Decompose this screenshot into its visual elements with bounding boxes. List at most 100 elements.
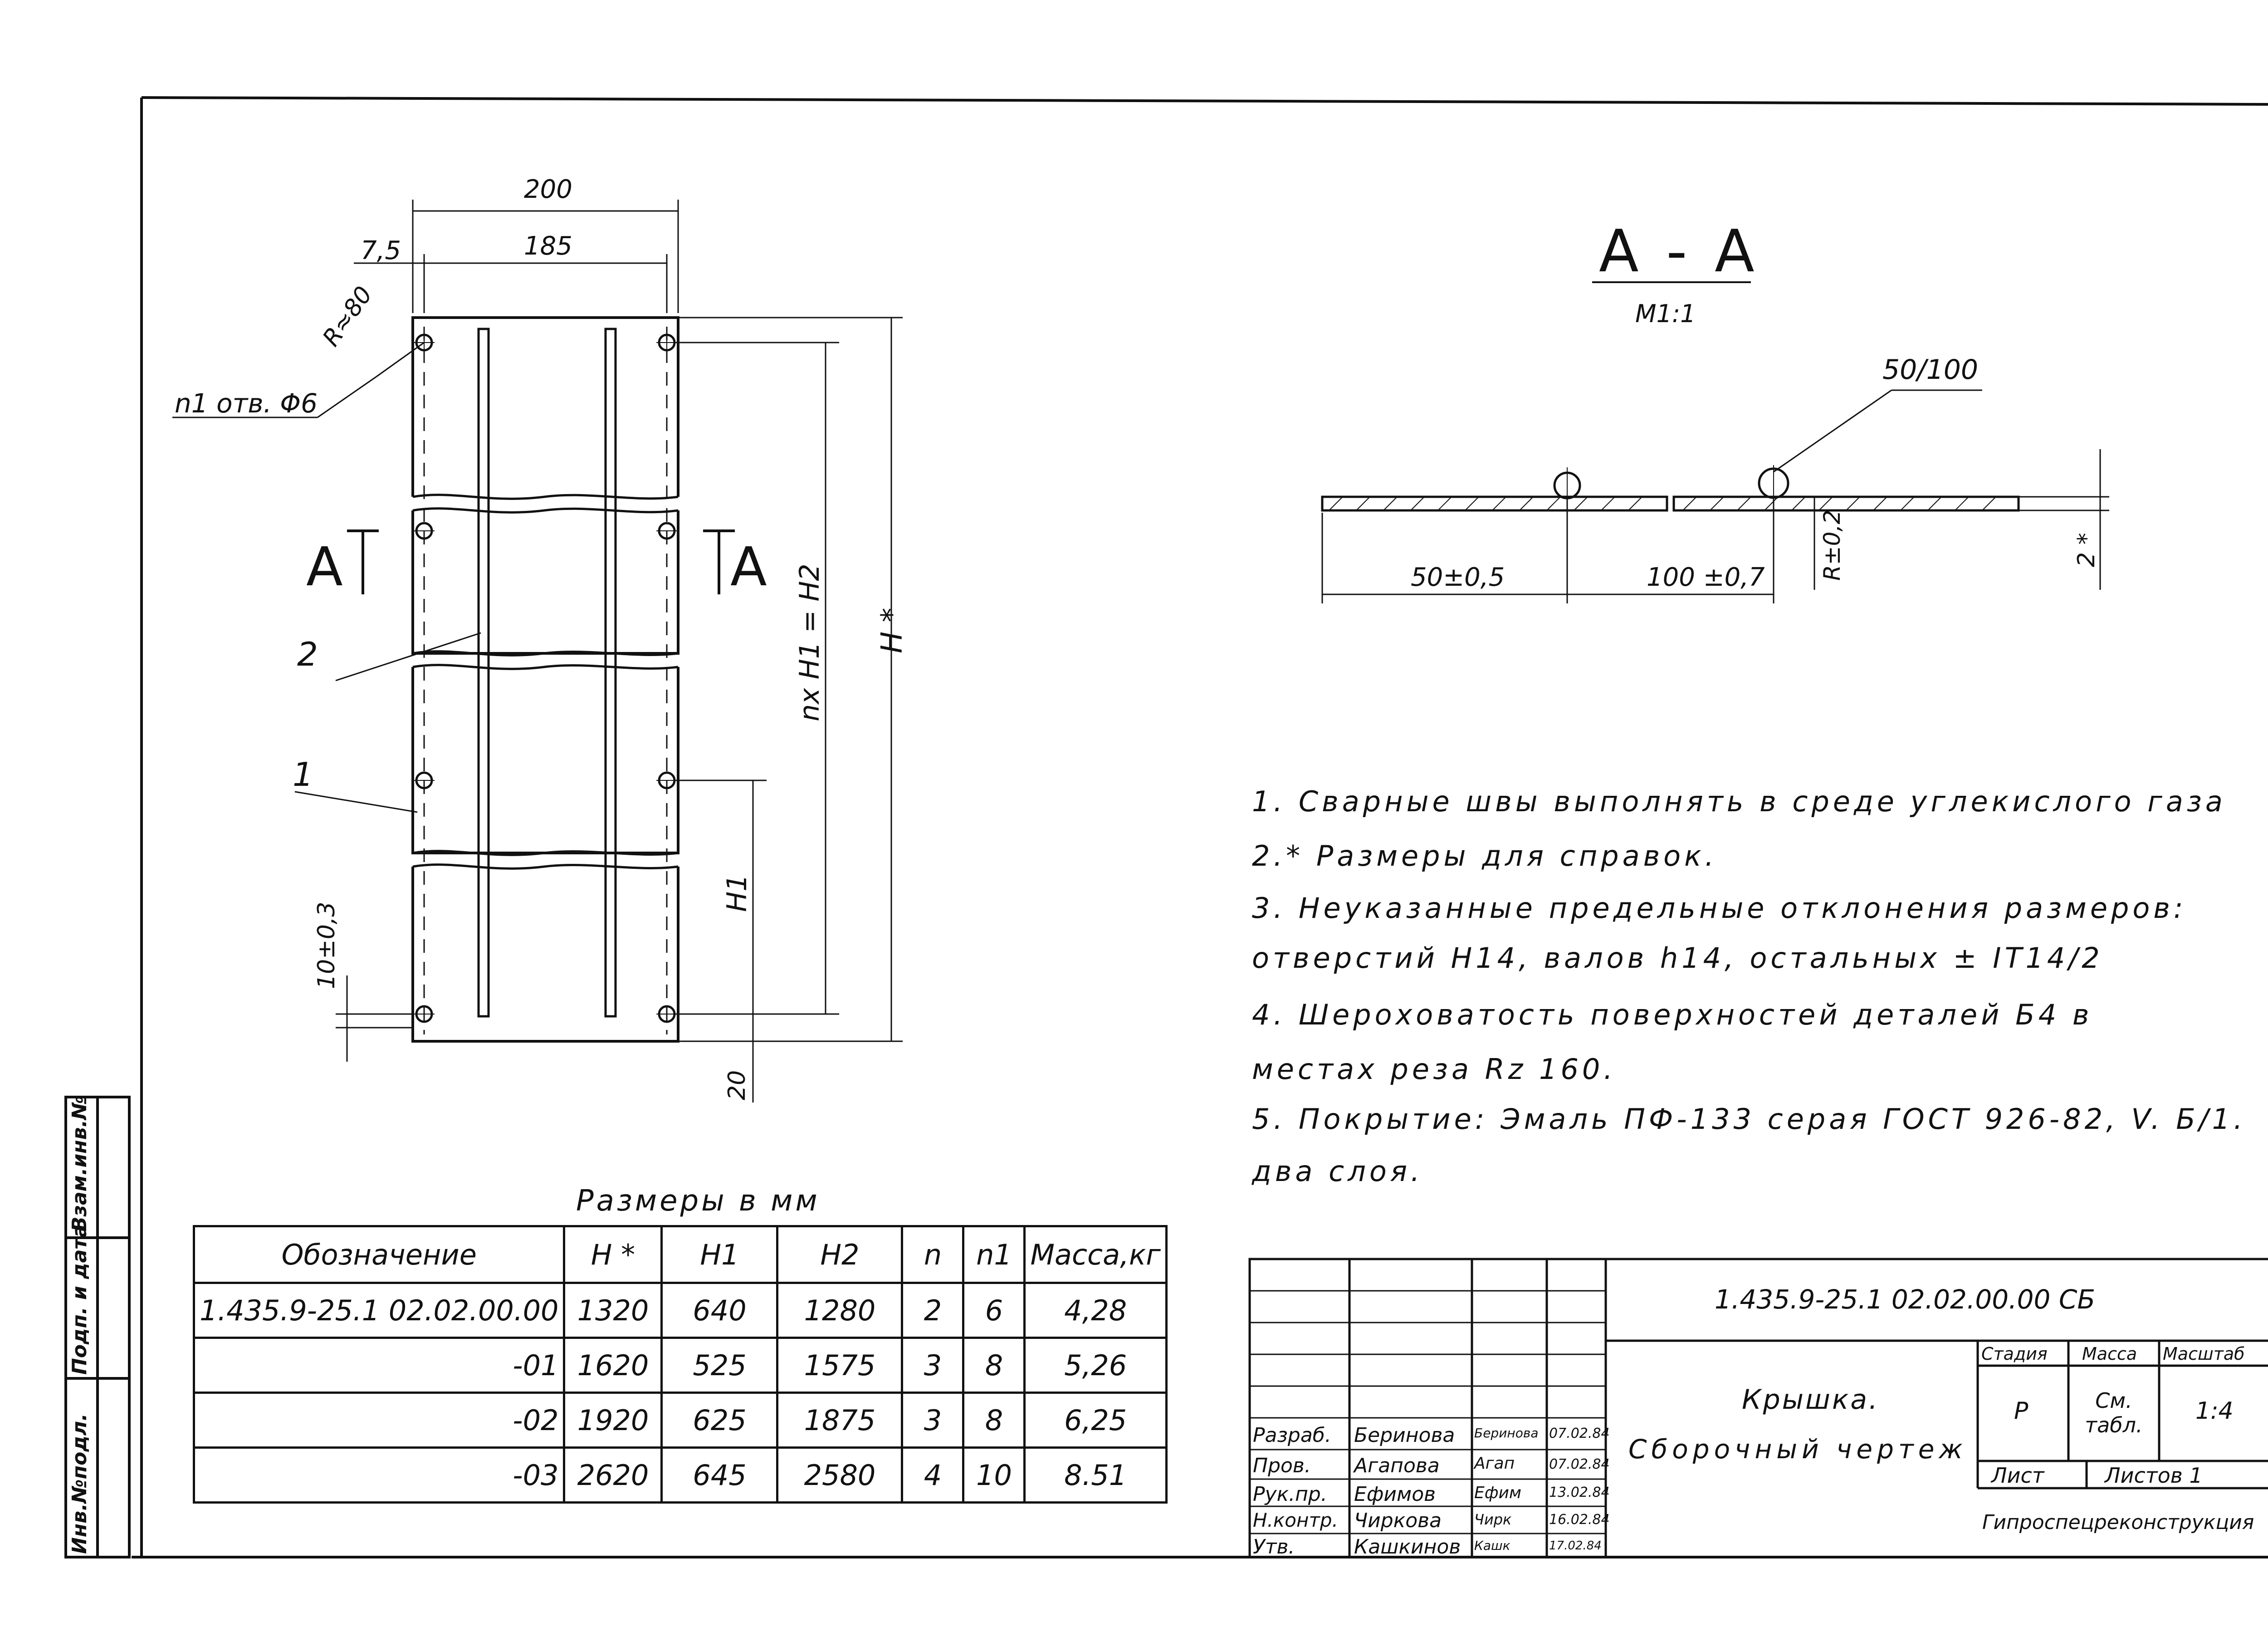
scale-value: 1:4 [2195, 1397, 2234, 1425]
table-row: -02 1920 625 1875 3 8 6,25 [192, 1392, 1168, 1449]
cell: 2580 [776, 1446, 904, 1504]
cell: 3 [901, 1337, 965, 1394]
table-header-row: Обозначение H * H1 H2 n n1 Масса,кг [192, 1225, 1168, 1284]
cell: 640 [660, 1282, 779, 1339]
sig-date: 07.02.84 [1549, 1426, 1610, 1441]
note-5b: два слоя. [1252, 1155, 1423, 1188]
sig-role: Утв. [1253, 1535, 1295, 1558]
section-mark-right: A [730, 535, 767, 598]
col-header: H1 [660, 1225, 779, 1284]
table-row: -01 1620 525 1575 3 8 5,26 [192, 1337, 1168, 1394]
note-4: 4. Шероховатость поверхностей деталей Б4… [1252, 998, 2093, 1031]
sig-name: Ефимов [1354, 1483, 1436, 1506]
stage-header: Стадия [1981, 1344, 2048, 1364]
dim-20: 20 [723, 1070, 751, 1100]
cell: 625 [660, 1392, 779, 1449]
sig-date: 07.02.84 [1549, 1456, 1610, 1472]
cell: 5,26 [1023, 1337, 1168, 1394]
dim-total-width: 200 [524, 175, 572, 204]
sig-signature: Беринова [1474, 1426, 1539, 1441]
stage-value: Р [2014, 1397, 2028, 1425]
dim-inner-width: 185 [524, 231, 572, 261]
col-header: n [901, 1225, 965, 1284]
cell: 10 [962, 1446, 1026, 1504]
scale-header: Масштаб [2163, 1344, 2245, 1364]
organization: Гипроспецреконструкция [1982, 1511, 2254, 1534]
weld-note: 50/100 [1882, 354, 1979, 386]
sheets-label: Листов 1 [2105, 1463, 2203, 1488]
sig-date: 17.02.84 [1549, 1539, 1602, 1553]
plan-dimensions [172, 200, 903, 1103]
note-4b: местах реза Rz 160. [1252, 1053, 1617, 1086]
col-header: Масса,кг [1023, 1225, 1168, 1284]
sig-role: Рук.пр. [1253, 1483, 1327, 1506]
table-row: 1.435.9-25.1 02.02.00.00 1320 640 1280 2… [192, 1282, 1168, 1339]
designation: 1.435.9-25.1 02.02.00.00 СБ [1715, 1284, 2096, 1315]
sig-signature: Чирк [1474, 1511, 1512, 1528]
cell: 645 [660, 1446, 779, 1504]
dim-h1: H1 [721, 874, 753, 912]
cell: 525 [660, 1337, 779, 1394]
sig-signature: Ефим [1474, 1484, 1522, 1502]
name-line-2: Сборочный чертеж [1628, 1434, 1967, 1465]
sig-role: Н.контр. [1253, 1509, 1338, 1531]
callout-1: 1 [293, 755, 313, 794]
cell: 4,28 [1023, 1282, 1168, 1339]
table-caption: Размеры в мм [576, 1184, 820, 1218]
dim-r: R±0,2 [1819, 510, 1845, 581]
cell: -03 [192, 1446, 566, 1504]
section-mark-left: A [306, 535, 343, 598]
side-stamp-sign-date: Подп. и дата [68, 1224, 91, 1375]
sig-name: Чиркова [1354, 1509, 1442, 1532]
col-header: n1 [962, 1225, 1026, 1284]
dimensions-table: Обозначение H * H1 H2 n n1 Масса,кг 1.43… [192, 1225, 1168, 1504]
note-3b: отверстий H14, валов h14, остальных ± IT… [1252, 941, 2103, 975]
cell: 1920 [563, 1392, 663, 1449]
dim-bottom-offset: 10±0,3 [313, 902, 340, 989]
cell: 1875 [776, 1392, 904, 1449]
side-stamp-inv-no: Инв.№подл. [68, 1413, 91, 1554]
callout-2: 2 [297, 635, 318, 673]
sheet-label: Лист [1991, 1463, 2044, 1488]
note-5: 5. Покрытие: Эмаль ПФ-133 серая ГОСТ 926… [1252, 1103, 2246, 1136]
sig-role: Разраб. [1253, 1424, 1331, 1447]
dim-50: 50±0,5 [1411, 563, 1505, 592]
col-header: Обозначение [192, 1225, 566, 1284]
cell: 2 [901, 1282, 965, 1339]
dim-h-star: H * [875, 608, 909, 653]
section-aa [1321, 281, 2109, 603]
cell: 1575 [776, 1337, 904, 1394]
cell: 6,25 [1023, 1392, 1168, 1449]
frame-top [141, 96, 2268, 106]
sig-name: Агапова [1354, 1454, 1440, 1477]
dim-100: 100 ±0,7 [1647, 563, 1765, 592]
holes-note: n1 отв. Φ6 [175, 388, 318, 419]
cell: -01 [192, 1337, 566, 1394]
note-3: 3. Неуказанные предельные отклонения раз… [1252, 892, 2187, 925]
note-1: 1. Сварные швы выполнять в среде углекис… [1252, 785, 2226, 818]
cell: 1280 [776, 1282, 904, 1339]
cell: 8 [962, 1392, 1026, 1449]
dim-h1-formula: nx H1 = H2 [794, 564, 826, 721]
dim-edge: 7,5 [361, 236, 401, 265]
section-title: A - A [1599, 218, 1759, 285]
sig-name: Беринова [1354, 1424, 1455, 1447]
col-header: H2 [776, 1225, 904, 1284]
title-block [1248, 1258, 2268, 1558]
name-line-1: Крышка. [1742, 1384, 1880, 1416]
dim-2: 2 * [2073, 533, 2100, 567]
cell: 2620 [563, 1446, 663, 1504]
section-scale: M1:1 [1635, 299, 1696, 328]
plate-plan [411, 316, 679, 1043]
cell: 1320 [563, 1282, 663, 1339]
mass-value: См. табл. [2085, 1388, 2143, 1437]
cell: 3 [901, 1392, 965, 1449]
sig-role: Пров. [1253, 1454, 1311, 1477]
cell: 6 [962, 1282, 1026, 1339]
cell: 1620 [563, 1337, 663, 1394]
col-header: H * [563, 1225, 663, 1284]
cell: -02 [192, 1392, 566, 1449]
cell: 8 [962, 1337, 1026, 1394]
note-2: 2.* Размеры для справок. [1252, 839, 1718, 872]
